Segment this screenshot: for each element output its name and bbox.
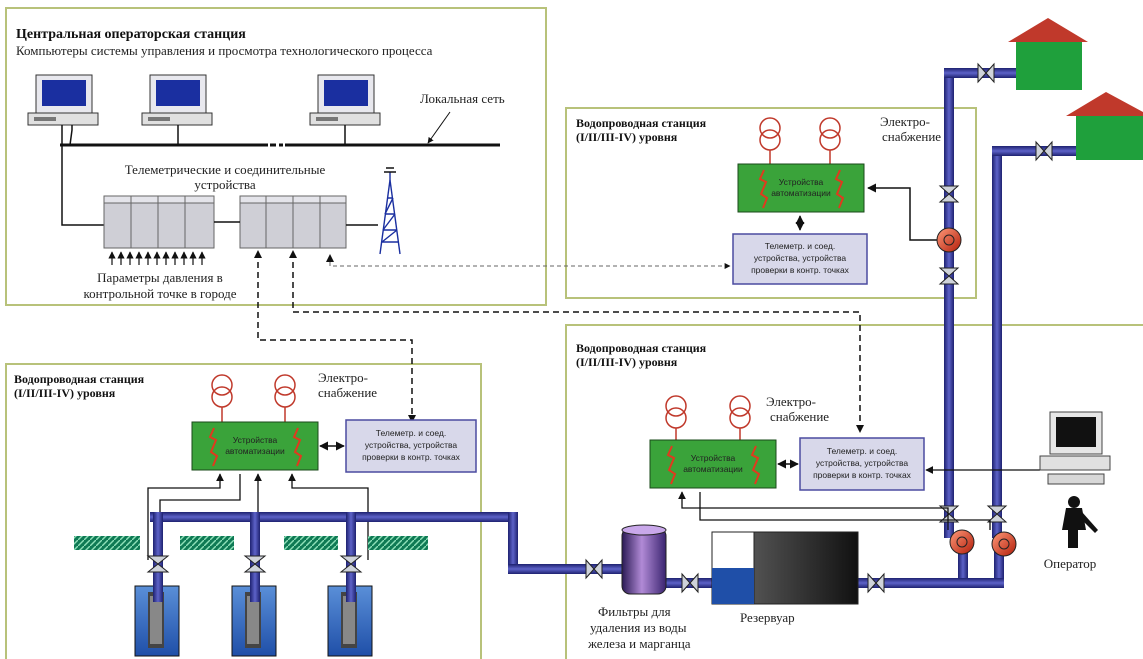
right-telemetry-box: Телеметр. и соед. устройства, устройства… xyxy=(799,437,925,491)
right-transformer-icon-1 xyxy=(665,395,687,440)
pumps xyxy=(936,227,1017,557)
pressure-input-arrows xyxy=(108,251,206,265)
top-transformer-icon-1 xyxy=(759,117,781,164)
svg-text:проверки в контр. точках: проверки в контр. точках xyxy=(751,265,850,275)
svg-text:Телеметр. и соед.: Телеметр. и соед. xyxy=(376,428,447,438)
computer-to-telemetry-cable xyxy=(61,125,104,226)
reservoir xyxy=(711,531,859,605)
central-station-frame xyxy=(5,7,547,306)
operator-computer-1 xyxy=(27,74,99,126)
house-icon-2 xyxy=(1066,92,1143,160)
filters-label-line1: Фильтры для xyxy=(598,604,671,619)
iron-manganese-filter xyxy=(621,524,667,595)
left-station-title-line1: Водопроводная станция xyxy=(14,372,145,386)
top-station-title-line1: Водопроводная станция xyxy=(576,116,707,130)
left-station-power-line1: Электро- xyxy=(318,370,368,385)
reservoir-label: Резервуар xyxy=(740,610,795,625)
telemetry-cabinet-right xyxy=(239,195,347,249)
svg-text:устройства, устройства: устройства, устройства xyxy=(816,458,909,468)
top-transformer-icon-2 xyxy=(819,117,841,164)
top-automation-panel: Устройства автоматизации xyxy=(737,163,865,213)
right-station-frame xyxy=(565,324,1143,659)
operator-computer-2 xyxy=(141,74,213,126)
operator-workstation-icon xyxy=(1039,411,1111,485)
right-control-lines xyxy=(678,491,991,530)
left-transformer-icon-1 xyxy=(211,374,233,422)
right-station-title-line2: (I/II/III-IV) уровня xyxy=(576,355,678,369)
local-network-pointer xyxy=(427,111,451,144)
filters-label-line2: удаления из воды xyxy=(590,620,687,635)
pressure-label-line1: Параметры давления в xyxy=(97,270,223,285)
telemetry-cabinet-left xyxy=(103,195,215,249)
central-title: Центральная операторская станция xyxy=(16,27,246,42)
filters-label-line3: железа и марганца xyxy=(587,636,691,651)
svg-text:автоматизации: автоматизации xyxy=(683,464,743,474)
operator-computer-3 xyxy=(309,74,381,126)
pressure-label-line2: контрольной точке в городе xyxy=(84,286,237,301)
local-network-label: Локальная сеть xyxy=(420,91,505,106)
tower-to-top-station-link xyxy=(329,262,731,269)
svg-text:Телеметр. и соед.: Телеметр. и соед. xyxy=(765,241,836,251)
telemetry-label-line1: Телеметрические и соединительные xyxy=(125,162,326,177)
top-telemetry-box: Телеметр. и соед. устройства, устройства… xyxy=(732,233,868,285)
svg-text:устройства, устройства: устройства, устройства xyxy=(365,440,458,450)
right-station-power-line1: Электро- xyxy=(766,394,816,409)
top-station-power-line2: снабжение xyxy=(882,129,941,144)
radio-tower-icon xyxy=(379,167,401,255)
svg-text:Устройства: Устройства xyxy=(233,435,278,445)
left-transformer-icon-2 xyxy=(274,374,296,422)
svg-text:Устройства: Устройства xyxy=(691,453,736,463)
svg-text:проверки в контр. точках: проверки в контр. точках xyxy=(362,452,461,462)
right-station-power-line2: снабжение xyxy=(770,409,829,424)
left-automation-panel: Устройства автоматизации xyxy=(191,421,319,471)
operator-label: Оператор xyxy=(1044,556,1097,571)
right-transformer-icon-2 xyxy=(729,395,751,440)
left-station-title-line2: (I/II/III-IV) уровня xyxy=(14,386,116,400)
house-icon-1 xyxy=(1008,18,1088,90)
svg-text:Телеметр. и соед.: Телеметр. и соед. xyxy=(827,446,898,456)
central-subtitle: Компьютеры системы управления и просмотр… xyxy=(16,43,433,58)
svg-text:автоматизации: автоматизации xyxy=(225,446,285,456)
svg-text:автоматизации: автоматизации xyxy=(771,188,831,198)
left-telemetry-box: Телеметр. и соед. устройства, устройства… xyxy=(345,419,477,473)
operator-person-icon xyxy=(1062,496,1098,548)
telemetry-label-line2: устройства xyxy=(194,177,255,192)
right-station-title-line1: Водопроводная станция xyxy=(576,341,707,355)
top-station-frame xyxy=(565,107,977,299)
telemetry-dashed-links xyxy=(257,252,861,430)
top-station-power-line1: Электро- xyxy=(880,114,930,129)
left-ground-strips xyxy=(74,536,428,550)
svg-text:проверки в контр. точках: проверки в контр. точках xyxy=(813,470,912,480)
water-pipes xyxy=(150,68,1076,602)
svg-text:Устройства: Устройства xyxy=(779,177,824,187)
valves xyxy=(146,62,1053,594)
svg-text:устройства, устройства: устройства, устройства xyxy=(754,253,847,263)
right-automation-panel: Устройства автоматизации xyxy=(649,439,777,489)
top-station-title-line2: (I/II/III-IV) уровня xyxy=(576,130,678,144)
left-station-power-line2: снабжение xyxy=(318,385,377,400)
